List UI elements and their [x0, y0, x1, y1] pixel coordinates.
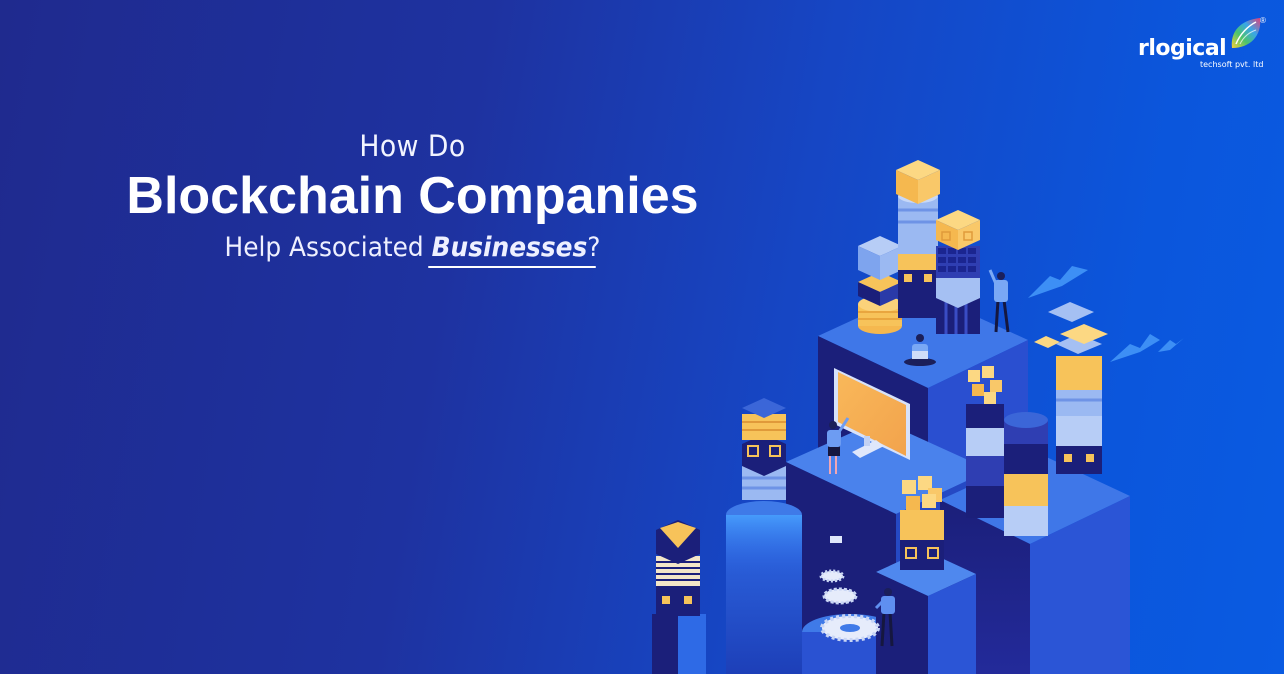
block-tower-icon	[742, 398, 786, 500]
brand-logo: ® rlogical techsoft pvt. ltd	[1136, 14, 1276, 74]
headline-emphasis: Businesses	[431, 232, 588, 263]
headline-line1: How Do	[359, 129, 466, 163]
headline-line3-prefix: Help Associated	[224, 232, 432, 263]
registered-mark: ®	[1260, 16, 1266, 25]
monitor-icon	[834, 368, 910, 460]
headline-underline	[428, 266, 596, 268]
person-woman-icon	[827, 417, 850, 474]
block-tower-icon	[1004, 412, 1048, 536]
logo-wordmark: rlogical	[1138, 36, 1227, 61]
block-tower-icon	[656, 520, 700, 616]
block-tower-icon	[896, 160, 940, 318]
headline-line3-suffix: ?	[587, 232, 601, 263]
block-tower-icon	[936, 210, 980, 334]
logo-tagline: techsoft pvt. ltd	[1200, 60, 1264, 69]
left-pillar	[726, 501, 802, 674]
envelope-icon	[830, 536, 842, 543]
headline-title: Blockchain Companies	[126, 167, 699, 225]
headline: How Do Blockchain Companies Help Associa…	[100, 128, 725, 266]
person-pointing-icon	[988, 269, 1010, 333]
person-standing-icon	[874, 588, 895, 647]
headline-line3: Help Associated Businesses?	[125, 230, 700, 266]
block-tower-icon	[858, 236, 902, 334]
block-tower-icon	[966, 366, 1004, 518]
far-left-pillar	[652, 614, 706, 674]
logo-leaf-icon	[1231, 18, 1261, 48]
cloud-icon	[1028, 266, 1184, 362]
block-tower-icon	[1034, 302, 1108, 474]
gear-icon	[819, 569, 880, 642]
block-tower-icon	[900, 476, 944, 570]
person-with-laptop-icon	[904, 334, 936, 366]
